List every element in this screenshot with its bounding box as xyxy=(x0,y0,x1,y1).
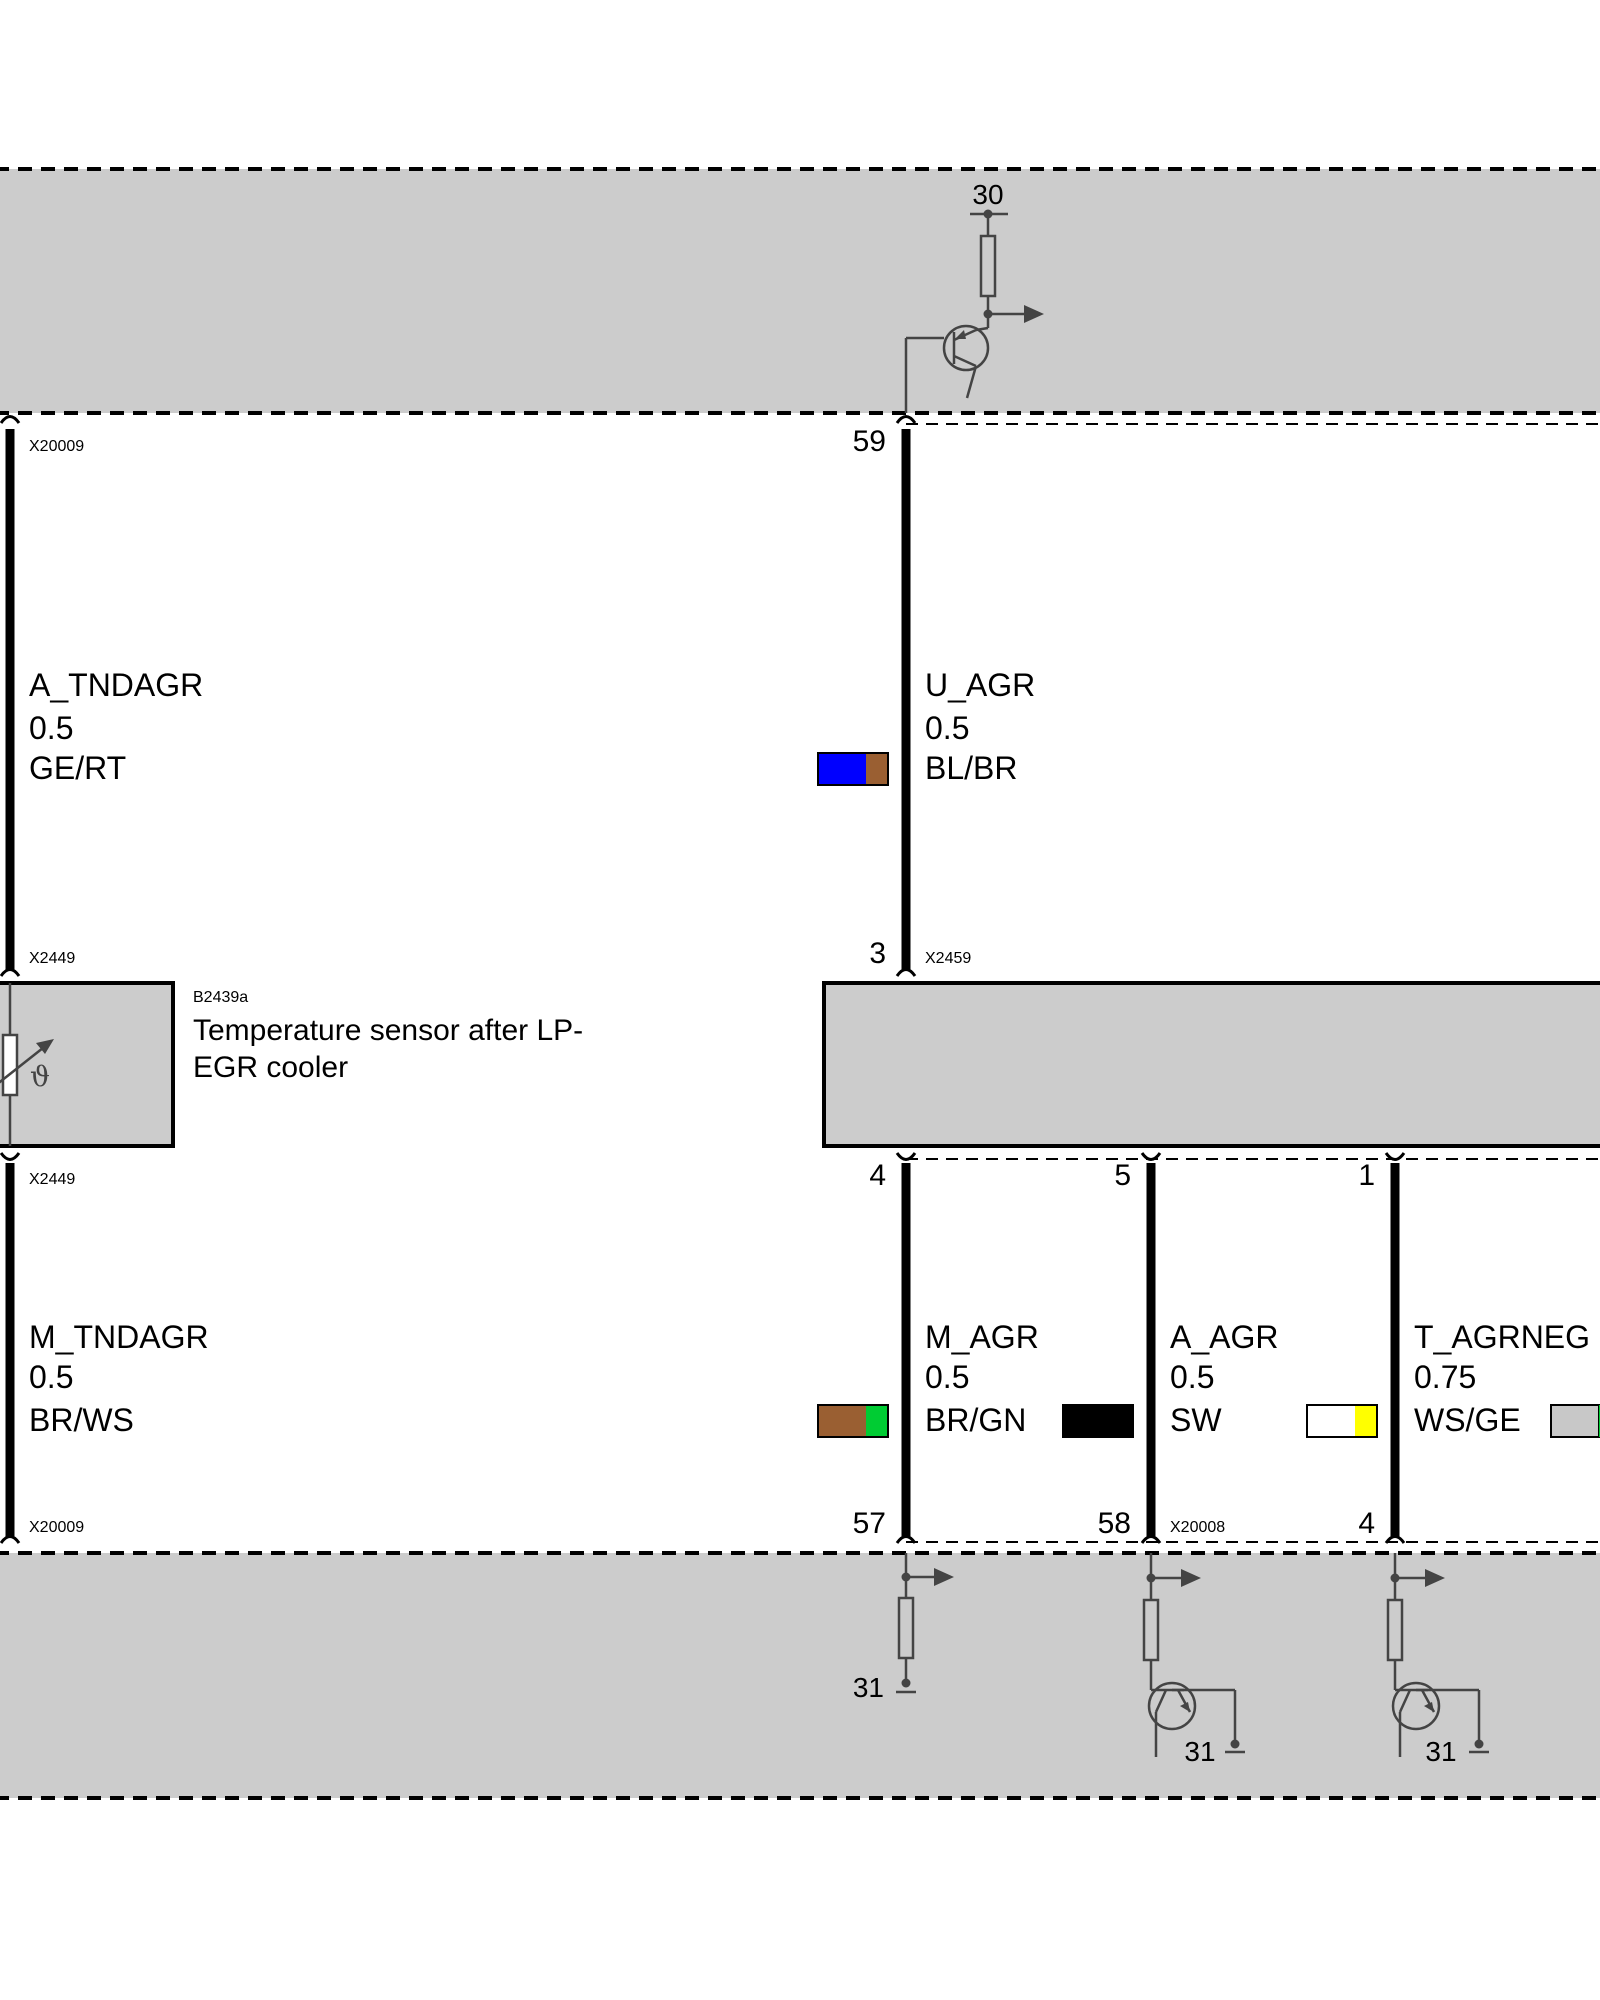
swatch-yellow xyxy=(1355,1405,1377,1437)
pin4-driver: 31 xyxy=(1386,1553,1489,1767)
wire-color-code: BR/WS xyxy=(29,1402,134,1438)
hook-pin1 xyxy=(1384,1152,1406,1161)
swatch-blue xyxy=(818,753,866,785)
sensor-description-line1: Temperature sensor after LP- xyxy=(193,1014,583,1047)
hook-pin3 xyxy=(895,968,917,977)
wire-size: 0.5 xyxy=(29,1359,73,1395)
hook-pin57 xyxy=(895,1535,917,1544)
swatch-grey xyxy=(1550,1404,1600,1438)
bottom-module-fill xyxy=(0,1553,1600,1798)
pin-58: 58 xyxy=(1098,1507,1131,1540)
signal-arrow-icon xyxy=(1181,1569,1201,1587)
swatch-brown xyxy=(818,1405,866,1437)
pin-57: 57 xyxy=(853,1507,886,1540)
wire-size: 0.5 xyxy=(1170,1359,1214,1395)
pin-3: 3 xyxy=(869,937,886,970)
pin-59: 59 xyxy=(853,425,886,458)
top-module-fill xyxy=(0,169,1600,413)
wire-label-u-agr: U_AGR 0.5 BL/BR xyxy=(925,667,1035,786)
wire-color-code: BL/BR xyxy=(925,750,1017,786)
temperature-sensor: ϑ xyxy=(0,981,175,1148)
pin58-driver: 31 xyxy=(1142,1553,1245,1767)
top-control-module: 30 xyxy=(0,167,1600,415)
hook-pin4-top xyxy=(895,1152,917,1161)
signal-arrow-icon xyxy=(1024,305,1044,323)
connector-x2459: X2459 xyxy=(925,950,971,967)
right-component-body xyxy=(822,981,1600,1148)
connector-x20008: X20008 xyxy=(1170,1519,1225,1536)
sensor-id-label: B2439a xyxy=(193,989,248,1006)
hook-x20009-top xyxy=(0,415,21,424)
wire-size: 0.5 xyxy=(925,710,969,746)
wire-size: 0.75 xyxy=(1414,1359,1476,1395)
pin-4-top: 4 xyxy=(869,1159,886,1192)
hook-x20009-bottom xyxy=(0,1535,21,1544)
transistor-icon xyxy=(1147,1681,1245,1757)
signal-arrow-icon xyxy=(1425,1569,1445,1587)
pin-1: 1 xyxy=(1358,1159,1375,1192)
wire-color-code: GE/RT xyxy=(29,750,126,786)
wire-color-code: WS/GE xyxy=(1414,1402,1521,1438)
wire-label-m-tndagr: M_TNDAGR 0.5 BR/WS xyxy=(29,1319,209,1438)
wire-name: A_AGR xyxy=(1170,1319,1278,1355)
supply-terminal-30: 30 xyxy=(970,179,1008,219)
hook-pin4-bottom xyxy=(1384,1535,1406,1544)
wire-label-a-tndagr: A_TNDAGR 0.5 GE/RT xyxy=(29,667,203,786)
hook-x2449-top xyxy=(0,968,21,977)
ntc-resistor-icon xyxy=(1,1033,19,1097)
connector-x2449-top: X2449 xyxy=(29,950,75,967)
swatch-green xyxy=(866,1405,888,1437)
swatch-white xyxy=(1307,1405,1355,1437)
swatch-sw xyxy=(1062,1404,1134,1438)
sensor-description-line2: EGR cooler xyxy=(193,1051,348,1084)
connector-x20009-top: X20009 xyxy=(29,438,84,455)
hook-pin59 xyxy=(895,415,917,424)
wire-color-code: BR/GN xyxy=(925,1402,1026,1438)
hook-pin5 xyxy=(1140,1152,1162,1161)
wire-size: 0.5 xyxy=(925,1359,969,1395)
connector-hooks xyxy=(0,415,1406,1544)
swatch-ws-ge xyxy=(1306,1404,1378,1438)
wires xyxy=(5,429,1400,1537)
wire-name: M_TNDAGR xyxy=(29,1319,209,1355)
ground-terminal-label: 31 xyxy=(853,1672,884,1703)
bottom-control-module: 31 31 xyxy=(0,1551,1600,1800)
ground-terminal-label: 31 xyxy=(1425,1736,1456,1767)
swatch-bl-br xyxy=(817,752,889,786)
wire-name: A_TNDAGR xyxy=(29,667,203,703)
wire-label-t-agrneg: T_AGRNEG 0.75 WS/GE xyxy=(1414,1319,1590,1438)
supply-terminal-label: 30 xyxy=(972,179,1003,210)
wire-name: T_AGRNEG xyxy=(1414,1319,1590,1355)
connector-x20009-bottom: X20009 xyxy=(29,1519,84,1536)
pin57-pulldown: 31 xyxy=(853,1553,954,1703)
temperature-symbol-icon: ϑ xyxy=(30,1060,50,1093)
hook-pin58 xyxy=(1140,1535,1162,1544)
transistor-icon xyxy=(1391,1681,1489,1757)
pin-5: 5 xyxy=(1114,1159,1131,1192)
wire-size: 0.5 xyxy=(29,710,73,746)
hook-x2449-bottom xyxy=(0,1152,21,1161)
connector-x2449-bottom: X2449 xyxy=(29,1171,75,1188)
variable-arrow-icon xyxy=(0,1043,49,1084)
swatch-brown xyxy=(866,753,888,785)
sensor-body xyxy=(0,981,175,1148)
top-transistor-icon xyxy=(904,314,990,413)
harness-outlines xyxy=(906,423,1600,1543)
wire-label-m-agr: M_AGR 0.5 BR/GN xyxy=(925,1319,1039,1438)
swatch-br-gn xyxy=(817,1404,889,1438)
wire-name: M_AGR xyxy=(925,1319,1039,1355)
ground-terminal-label: 31 xyxy=(1184,1736,1215,1767)
wire-name: U_AGR xyxy=(925,667,1035,703)
pin-numbers: 59 3 4 5 1 57 58 4 xyxy=(853,425,1375,1540)
swatch-partial-right xyxy=(1550,1404,1600,1438)
pin-4-bottom: 4 xyxy=(1358,1507,1375,1540)
wire-color-code: SW xyxy=(1170,1402,1222,1438)
connector-labels: X20009 X2449 X2449 X20009 X2459 X20008 xyxy=(29,438,1225,1536)
swatch-black xyxy=(1062,1404,1134,1438)
wire-label-a-agr: A_AGR 0.5 SW xyxy=(1170,1319,1278,1438)
signal-arrow-icon xyxy=(934,1568,954,1586)
